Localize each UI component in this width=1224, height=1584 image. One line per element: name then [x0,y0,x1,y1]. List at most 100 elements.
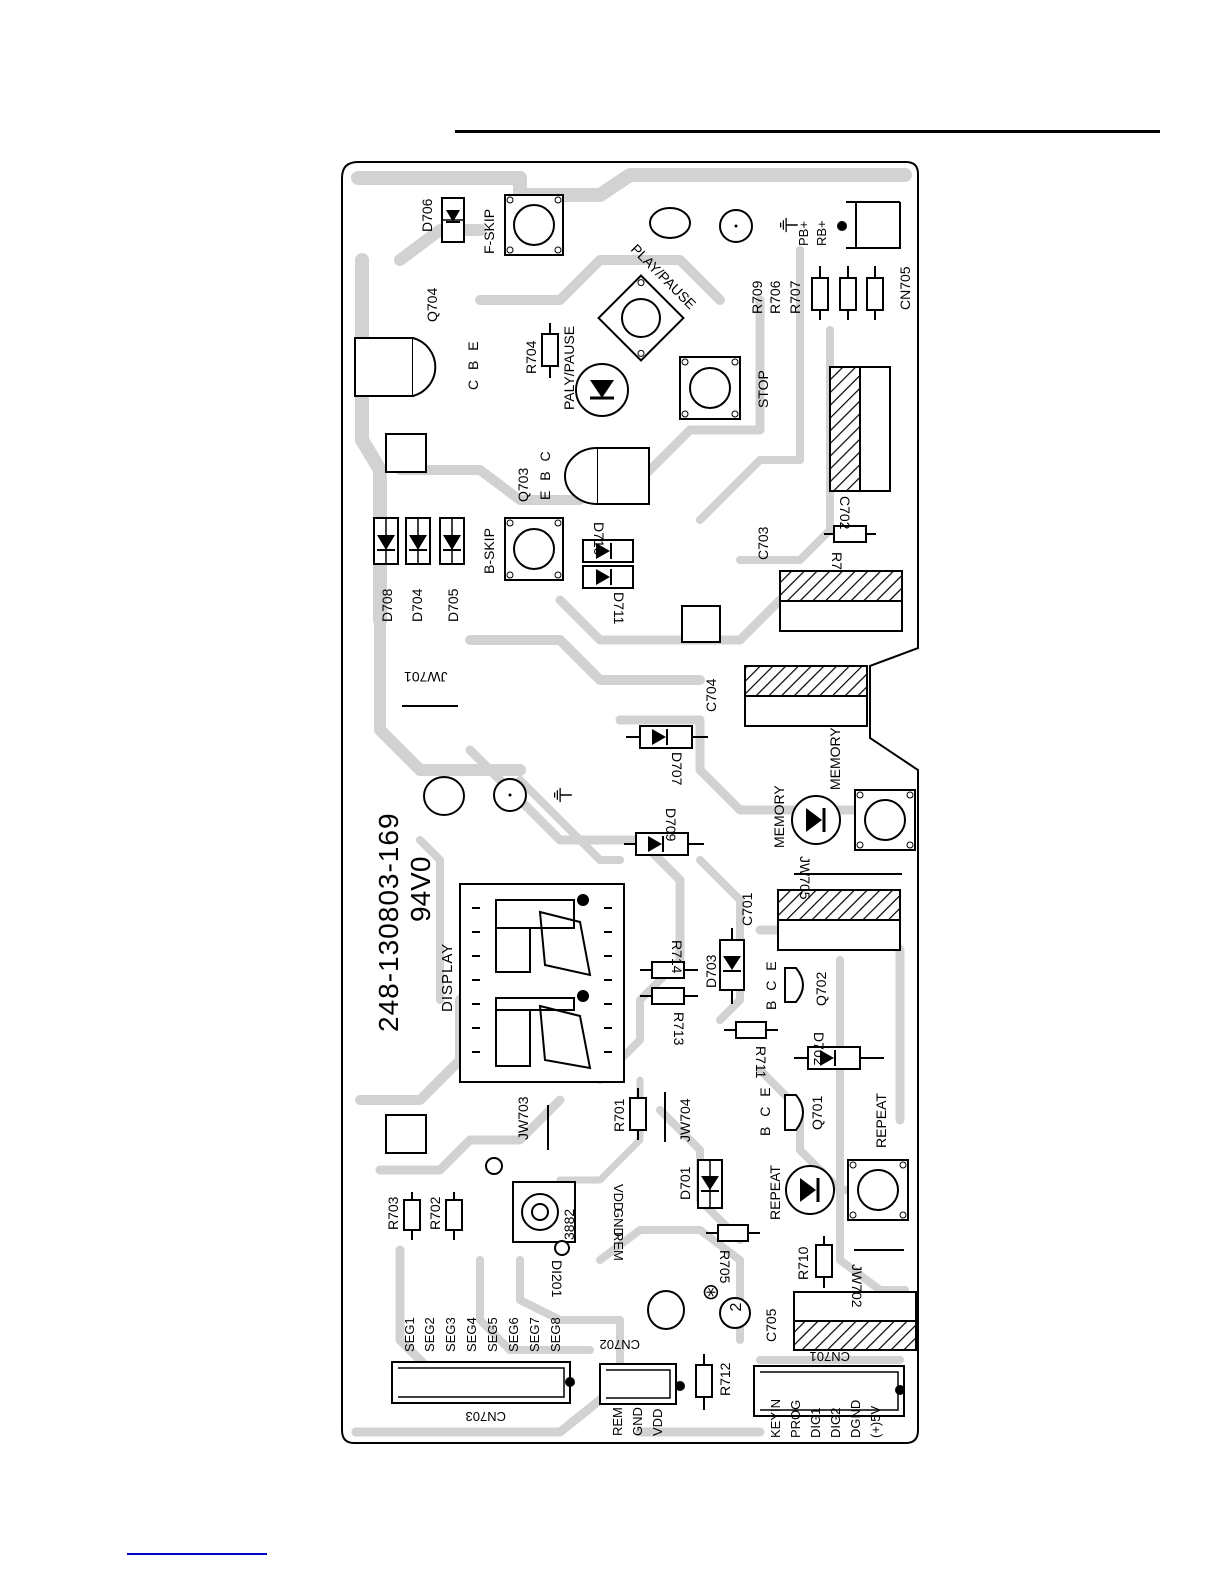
connector-cn703 [391,1361,575,1404]
cn703-pin-seg8: SEG8 [548,1317,563,1352]
switch-f-skip [504,194,564,256]
label-d711: D711 [611,592,627,625]
transistor-q701 [784,1094,804,1131]
test-pad-lower [385,1114,427,1154]
label-d703: D703 [703,954,719,988]
label-display: DISPLAY [439,943,456,1012]
test-pad-middle [681,605,721,643]
label-jw702: JW702 [849,1264,865,1308]
label-repeat-switch: REPEAT [873,1093,889,1148]
switch-stop [679,356,741,420]
resistor-r704 [541,323,559,378]
mounting-hole-top [649,207,691,239]
led-repeat [785,1165,835,1215]
cn701-pin-5v: (+)5V [868,1406,883,1438]
label-jw705: JW705 [797,856,813,900]
label-r710: R710 [795,1246,811,1280]
cn702-pin-rem: REM [610,1407,625,1436]
capacitor-c705 [793,1291,917,1351]
label-b-skip: B-SKIP [481,528,497,574]
switch-b-skip [504,517,564,581]
cn701-pin-dig2: DIG2 [828,1408,843,1438]
capacitor-c704 [744,665,868,727]
connector-cn701 [753,1365,905,1417]
resistor-r702 [445,1192,463,1240]
label-jw703: JW703 [515,1096,531,1140]
switch-memory [854,789,916,851]
resistor-r708 [824,525,876,543]
label-r714: R714 [669,940,685,974]
label-r703: R703 [385,1196,401,1230]
capacitor-c703 [779,570,903,632]
switch-play-pause [597,274,685,362]
transistor-q704 [354,337,437,397]
switch-repeat [847,1159,909,1221]
board-outline [341,161,919,1444]
resistor-r711 [724,1021,778,1039]
label-r705: R705 [717,1250,733,1284]
label-r706: R706 [767,280,783,314]
label-q704: Q704 [424,288,440,322]
cn703-pin-seg6: SEG6 [506,1317,521,1352]
resistor-r707 [866,266,884,320]
label-d707: D707 [669,752,685,786]
mounting-hole-bottom [647,1290,685,1330]
label-c705: C705 [763,1308,779,1342]
cn705-pin-rb: RB+ [814,220,829,246]
cn703-pin-seg7: SEG7 [527,1317,542,1352]
diode-d703 [719,928,745,1004]
label-cn703: CN703 [466,1409,506,1424]
label-d706: D706 [419,198,435,232]
label-q703: Q703 [515,468,531,502]
label-d708: D708 [379,588,395,622]
label-f-skip: F-SKIP [481,209,497,254]
label-d710: D710 [591,522,607,556]
capacitor-c702 [829,366,891,492]
diode-d705 [439,517,465,565]
label-d701: D701 [677,1166,693,1200]
resistor-r712 [695,1354,713,1410]
ic-pin-rem: REM [611,1232,626,1261]
resistor-r703 [403,1192,421,1240]
numbered-hole [719,1297,751,1329]
seven-segment-display [459,883,625,1083]
diode-d704 [405,517,431,565]
resistor-r713 [640,987,698,1005]
diode-d711 [582,565,634,589]
cn703-pin-seg3: SEG3 [443,1317,458,1352]
led-play-pause [575,363,629,417]
pins-q703: E B C [537,448,553,500]
cn703-pin-seg5: SEG5 [485,1317,500,1352]
label-d705: D705 [445,588,461,622]
label-q701: Q701 [809,1096,825,1130]
transistor-q702 [784,967,804,1003]
cn703-pin-seg4: SEG4 [464,1317,479,1352]
diode-d706 [441,197,465,243]
connector-cn705 [837,201,901,249]
label-cn702: CN702 [600,1337,640,1352]
via-pad [485,1157,503,1175]
footer-link-rule [127,1553,267,1555]
ic-pin-gnd: GND [611,1208,626,1237]
label-r709: R709 [749,280,765,314]
label-q702: Q702 [813,972,829,1006]
resistor-r709 [811,266,829,320]
capacitor-c701 [777,889,901,951]
label-jw704: JW704 [677,1098,693,1142]
test-pad-upper [385,433,427,473]
label-r704: R704 [523,340,539,374]
connector-cn702 [599,1363,685,1405]
ground-symbol-top: ⏚ [775,214,800,236]
label-d709: D709 [663,808,679,842]
ir-receiver-ic [512,1181,576,1256]
label-di201: DI201 [549,1260,565,1298]
label-c701: C701 [739,892,755,926]
pins-q702: B C E [763,958,779,1010]
label-memory-switch: MEMORY [827,727,843,790]
label-c702: C702 [837,496,853,530]
label-cn705: CN705 [897,266,913,310]
cn702-pin-vdd: VDD [650,1409,665,1436]
cn701-pin-dgnd: DGND [848,1400,863,1438]
pins-q701: B C E [757,1084,773,1136]
